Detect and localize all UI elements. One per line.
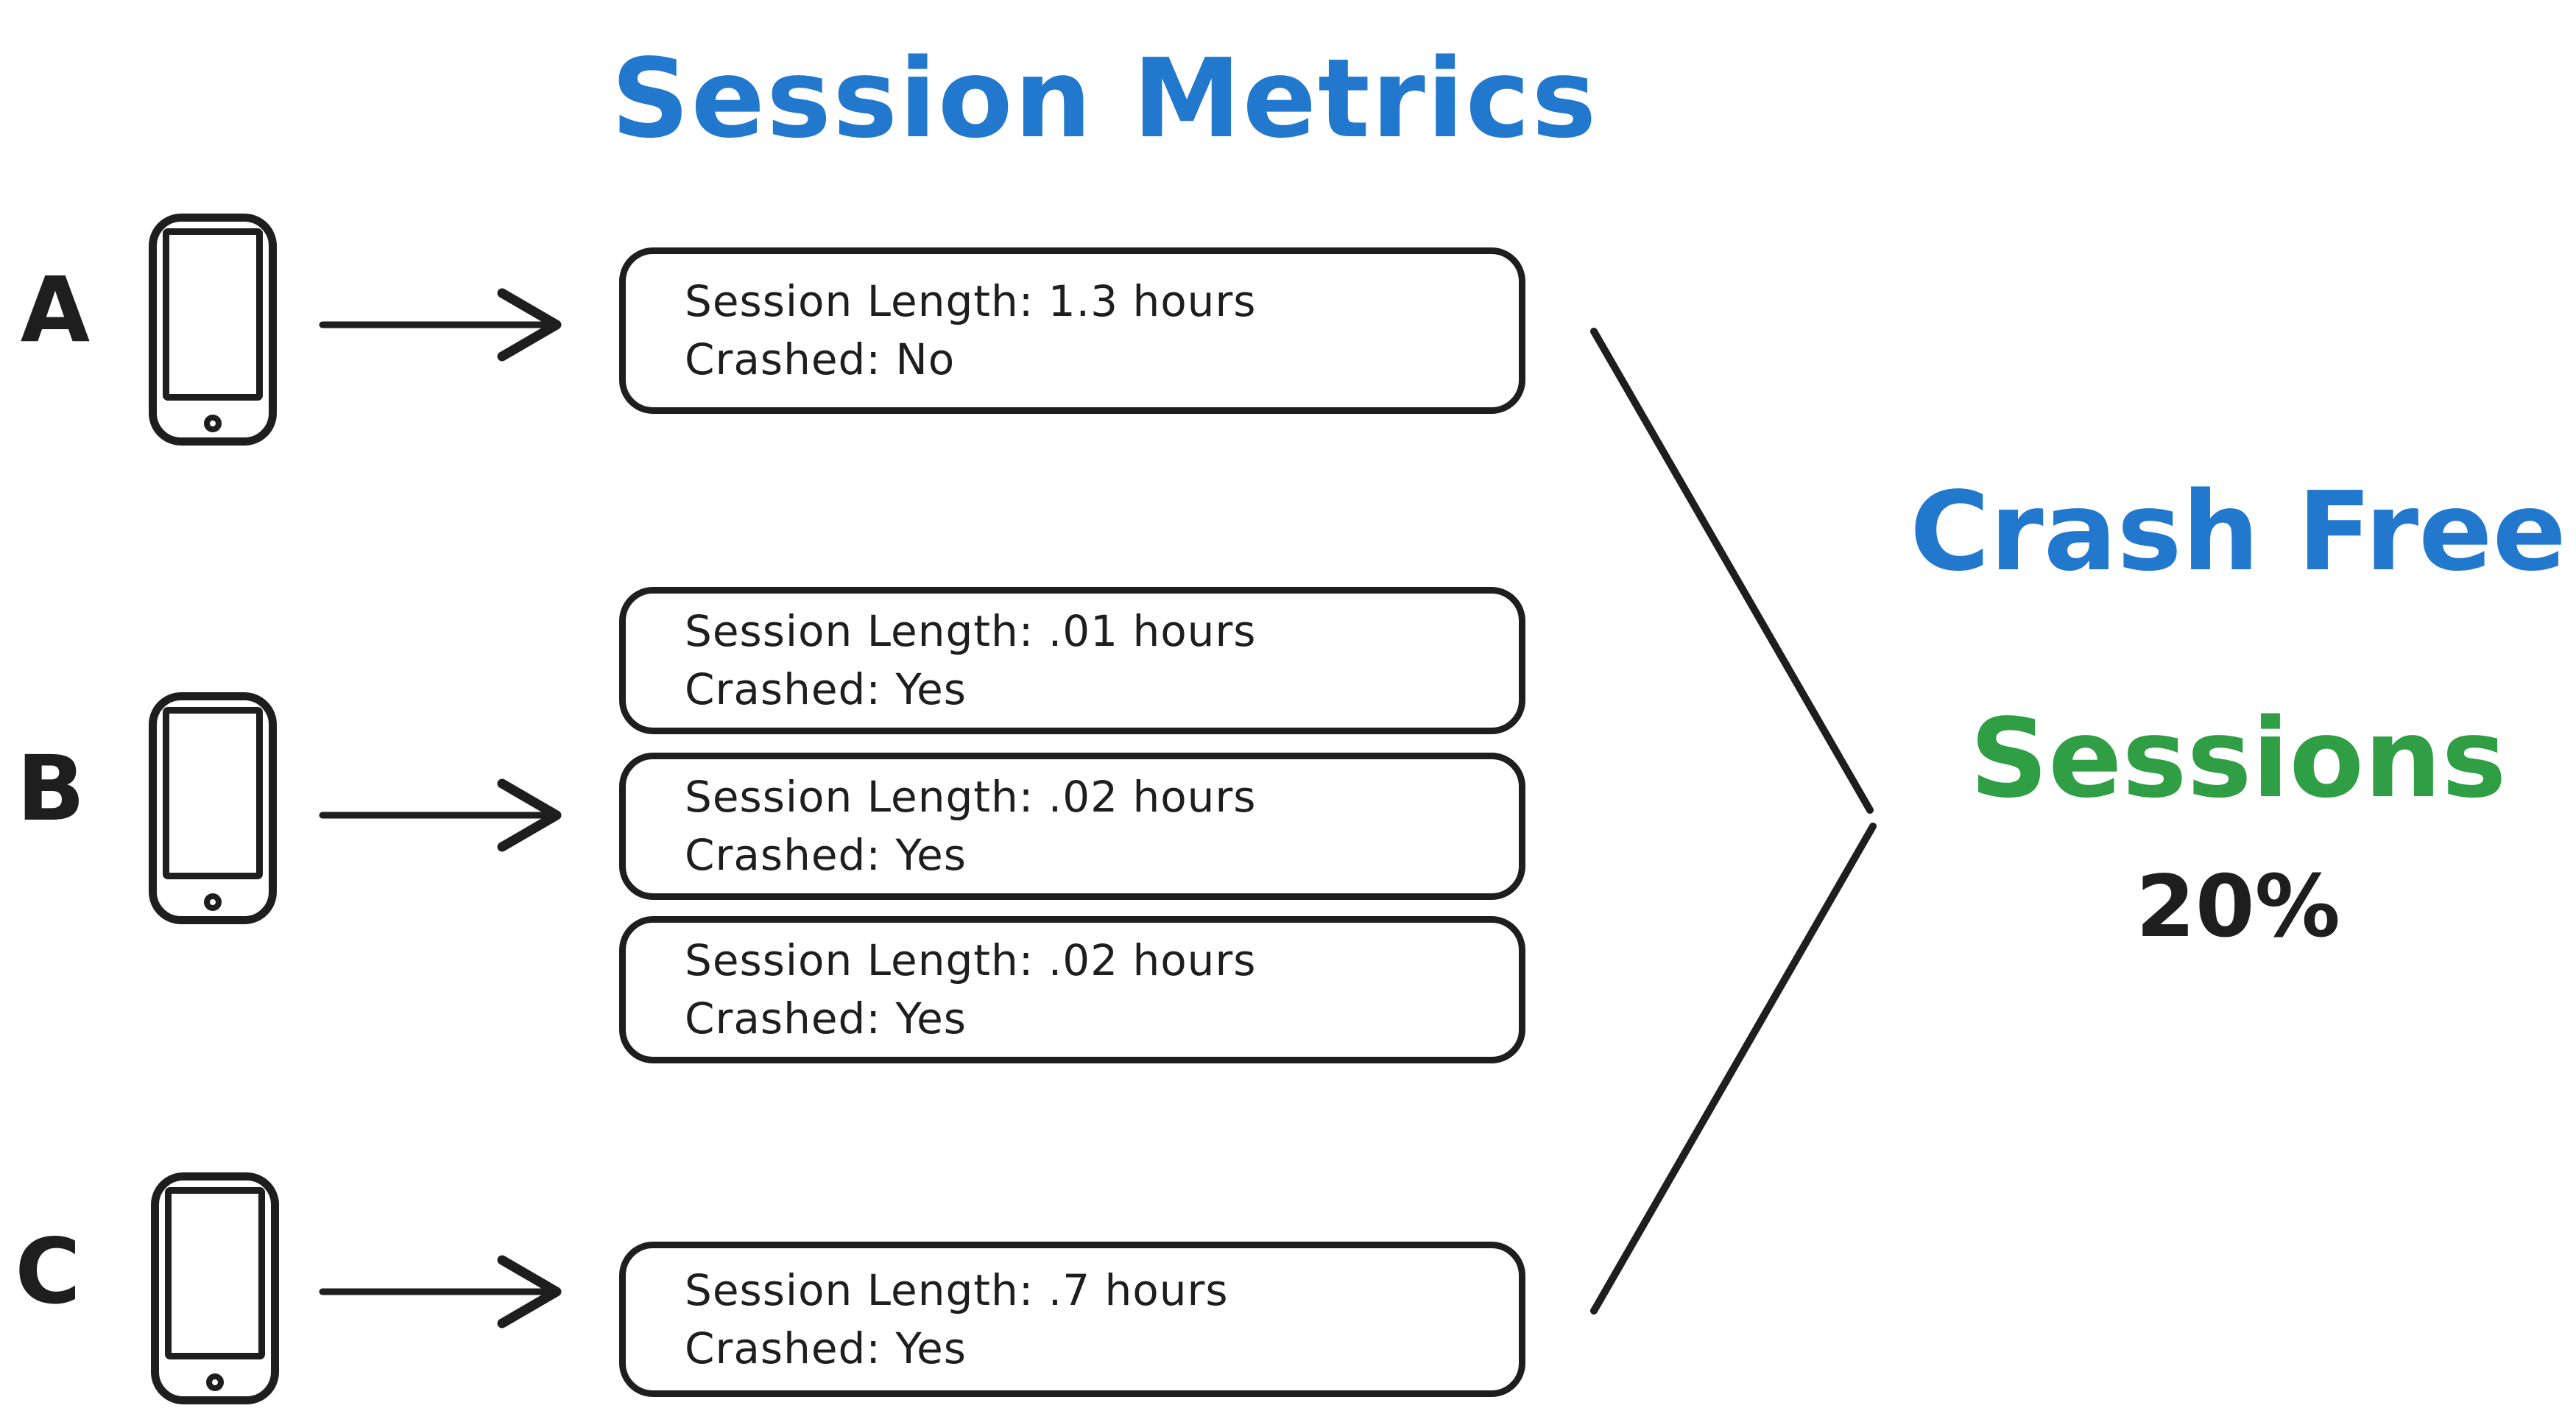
arrow-right-icon (319, 288, 562, 362)
result-value: 20% (2136, 857, 2340, 957)
session-length-text: Session Length: .01 hours (685, 606, 1257, 657)
crashed-text: Crashed: Yes (685, 993, 967, 1044)
session-length-text: Session Length: 1.3 hours (685, 276, 1257, 327)
phone-screen (165, 1187, 265, 1359)
device-c-label: C (15, 1220, 81, 1324)
phone-screen (163, 707, 263, 879)
phone-home-button (204, 415, 222, 432)
session-card: Session Length: .02 hours Crashed: Yes (619, 916, 1525, 1063)
session-length-text: Session Length: .02 hours (685, 935, 1257, 986)
phone-screen (163, 228, 263, 401)
session-card: Session Length: .01 hours Crashed: Yes (619, 587, 1525, 734)
result-heading-line2: Sessions (1969, 695, 2507, 822)
crashed-text: Crashed: Yes (685, 664, 967, 714)
session-card: Session Length: 1.3 hours Crashed: No (619, 247, 1525, 414)
merge-chevron-icon (1590, 328, 1877, 1315)
session-card: Session Length: .02 hours Crashed: Yes (619, 753, 1525, 900)
crashed-text: Crashed: Yes (685, 1323, 967, 1373)
session-card: Session Length: .7 hours Crashed: Yes (619, 1242, 1525, 1397)
phone-icon (149, 214, 277, 446)
session-length-text: Session Length: .7 hours (685, 1264, 1229, 1315)
arrow-right-icon (319, 1255, 562, 1329)
result-heading-line1: Crash Free (1910, 468, 2566, 595)
diagram-title: Session Metrics (611, 35, 1598, 162)
phone-icon (151, 1172, 279, 1404)
phone-icon (149, 692, 277, 924)
phone-home-button (206, 1373, 224, 1391)
session-length-text: Session Length: .02 hours (685, 772, 1257, 823)
device-b-label: B (16, 736, 85, 841)
crashed-text: Crashed: No (685, 334, 956, 384)
phone-home-button (204, 893, 222, 911)
device-a-label: A (20, 258, 91, 362)
arrow-right-icon (319, 778, 562, 852)
crashed-text: Crashed: Yes (685, 830, 967, 880)
